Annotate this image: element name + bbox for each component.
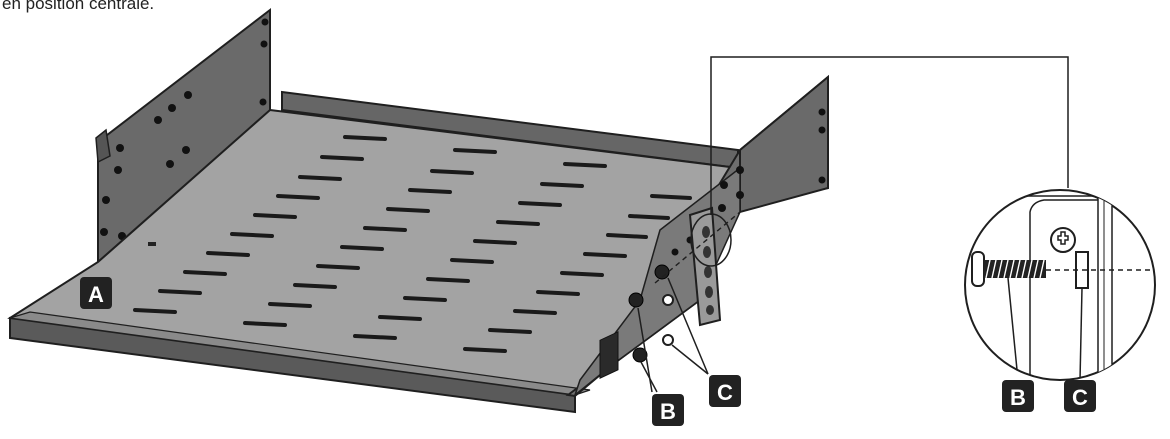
label-b-zoom: B [1002,380,1034,412]
left-bracket-holes [100,18,269,240]
svg-text:B: B [660,399,676,424]
svg-text:A: A [88,282,104,307]
label-c-zoom: C [1064,380,1096,412]
right-bracket-rear-panel [739,74,829,214]
label-b: B [652,394,684,426]
alignment-dashed-line [654,211,741,284]
svg-text:C: C [717,380,733,405]
caption-text: en position centrale. [2,0,155,13]
mounting-rail-slots [702,226,714,315]
shelf-small-slot [148,242,156,246]
svg-text:C: C [1072,385,1088,410]
ventilation-slots [133,135,692,353]
mounting-rail [688,206,722,327]
zoom-screw-icon [971,251,1046,287]
cage-nut-icon [662,294,674,346]
pointer-lines [637,56,1069,393]
label-a: A [80,277,112,309]
screw-icon [628,264,670,363]
phillips-screw-head-icon [1050,227,1076,253]
zoom-detail [964,189,1156,381]
right-bracket-cutout [599,331,619,379]
svg-text:B: B [1010,385,1026,410]
label-c: C [709,375,741,407]
shelf-front-lip-edge [9,311,591,396]
left-bracket-flange [95,128,111,164]
